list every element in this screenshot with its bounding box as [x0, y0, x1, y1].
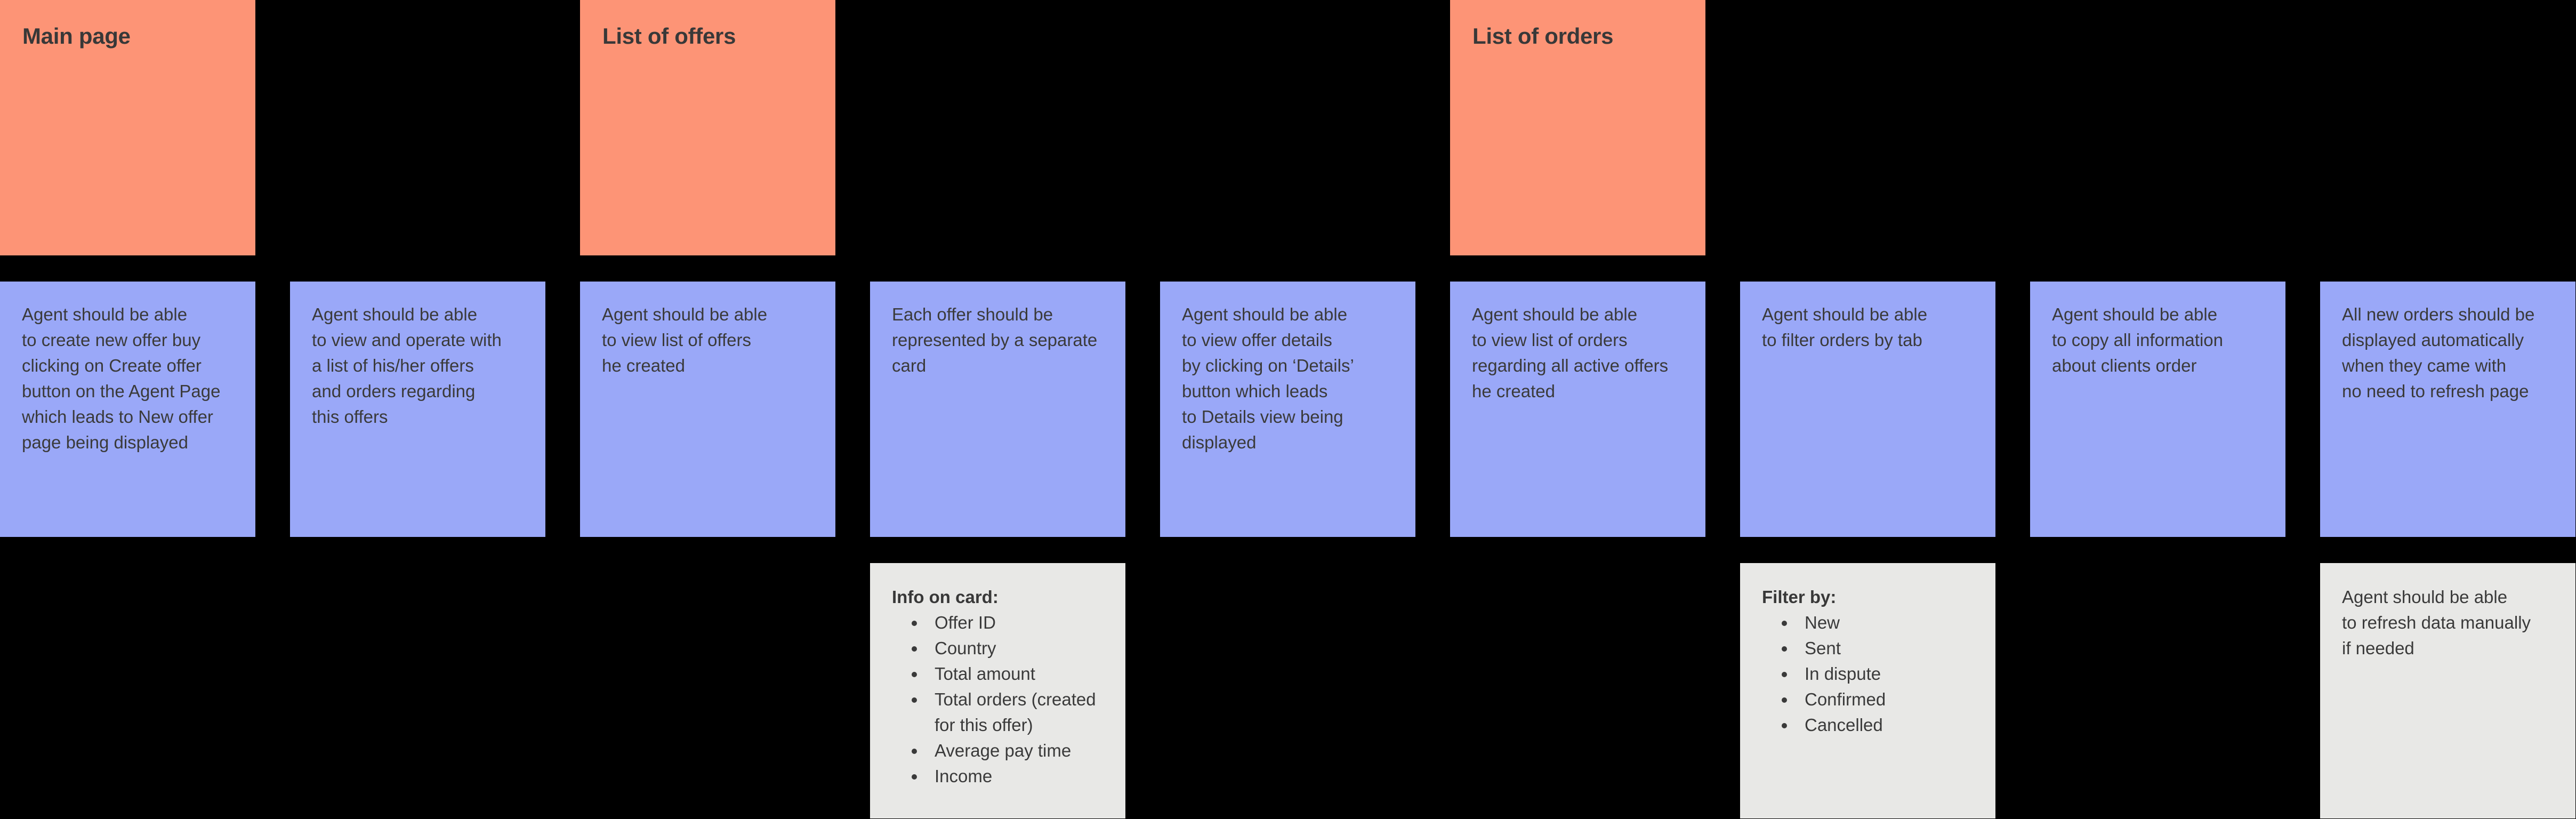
list-item: New	[1796, 610, 1979, 636]
sticky-note-text: Agent should be able to view and operate…	[312, 304, 502, 427]
sticky-note-main-page[interactable]: Main page	[0, 0, 255, 255]
list-item: Sent	[1796, 636, 1979, 661]
sticky-note-text: All new orders should be displayed autom…	[2342, 304, 2535, 401]
sticky-note-story-offer-details[interactable]: Agent should be able to view offer detai…	[1160, 282, 1415, 537]
sticky-note-text: Each offer should be represented by a se…	[892, 304, 1098, 375]
sticky-note-text: Agent should be able to filter orders by…	[1762, 304, 1928, 350]
list-item: Average pay time	[926, 738, 1109, 764]
sticky-note-story-create-offer[interactable]: Agent should be able to create new offer…	[0, 282, 255, 537]
list-item: In dispute	[1796, 661, 1979, 687]
list-item: Total orders (created for this offer)	[926, 687, 1109, 738]
sticky-note-filter-by[interactable]: Filter by: New Sent In dispute Confirmed…	[1740, 563, 1995, 818]
list-item: Income	[926, 764, 1109, 789]
sticky-note-list-of-offers[interactable]: List of offers	[580, 0, 835, 255]
sticky-note-story-copy-information[interactable]: Agent should be able to copy all informa…	[2030, 282, 2285, 537]
sticky-note-text: Agent should be able to view offer detai…	[1182, 304, 1354, 452]
sticky-note-text: Agent should be able to create new offer…	[22, 304, 221, 452]
sticky-note-story-filter-orders[interactable]: Agent should be able to filter orders by…	[1740, 282, 1995, 537]
list-item: Total amount	[926, 661, 1109, 687]
sticky-note-title: Main page	[22, 23, 131, 49]
list-item: Cancelled	[1796, 712, 1979, 738]
sticky-note-story-view-orders[interactable]: Agent should be able to view list of ord…	[1450, 282, 1705, 537]
note-title: Filter by:	[1762, 587, 1837, 607]
info-on-card-list: Offer ID Country Total amount Total orde…	[892, 610, 1109, 789]
sticky-note-text: Agent should be able to copy all informa…	[2052, 304, 2223, 375]
sticky-note-info-on-card[interactable]: Info on card: Offer ID Country Total amo…	[870, 563, 1125, 818]
sticky-note-story-separate-card[interactable]: Each offer should be represented by a se…	[870, 282, 1125, 537]
sticky-note-list-of-orders[interactable]: List of orders	[1450, 0, 1705, 255]
sticky-note-text: Agent should be able to view list of ord…	[1472, 304, 1669, 401]
list-item: Confirmed	[1796, 687, 1979, 712]
filter-by-list: New Sent In dispute Confirmed Cancelled	[1762, 610, 1979, 738]
sticky-note-title: List of offers	[602, 23, 736, 49]
sticky-note-story-view-operate-list[interactable]: Agent should be able to view and operate…	[290, 282, 545, 537]
note-title: Info on card:	[892, 587, 999, 607]
list-item: Offer ID	[926, 610, 1109, 636]
sticky-note-text: Agent should be able to refresh data man…	[2342, 587, 2531, 658]
list-item: Country	[926, 636, 1109, 661]
sticky-note-text: Agent should be able to view list of off…	[602, 304, 768, 375]
sticky-note-story-view-offers[interactable]: Agent should be able to view list of off…	[580, 282, 835, 537]
sticky-note-title: List of orders	[1472, 23, 1614, 49]
sticky-note-story-auto-display-orders[interactable]: All new orders should be displayed autom…	[2320, 282, 2575, 537]
sticky-note-refresh-manually[interactable]: Agent should be able to refresh data man…	[2320, 563, 2575, 818]
